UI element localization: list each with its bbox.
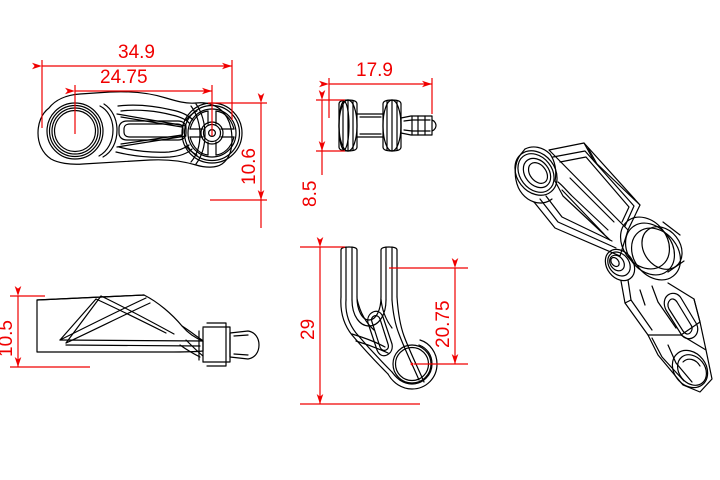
iso-view-geometry: [514, 142, 713, 393]
front-view-dimensions: [316, 78, 433, 175]
front-view-geometry: [338, 99, 437, 152]
dimension-label-29: 29: [298, 319, 319, 340]
side-view-geometry: [36, 294, 260, 367]
dimension-label-34-9: 34.9: [118, 42, 155, 63]
side-view-dimensions: [10, 286, 90, 368]
top-view-dimensions: [32, 60, 267, 228]
end-view-dimensions: [300, 237, 468, 405]
dimension-label-10-6: 10.6: [239, 148, 260, 185]
top-view-geometry: [37, 91, 243, 168]
dimension-label-24-75: 24.75: [100, 67, 148, 88]
dimension-label-10-5: 10.5: [0, 320, 17, 357]
end-view-geometry: [340, 246, 438, 390]
dimension-label-8-5: 8.5: [300, 181, 321, 207]
dimension-label-17-9: 17.9: [356, 60, 393, 81]
dimension-label-20-75: 20.75: [433, 300, 454, 348]
